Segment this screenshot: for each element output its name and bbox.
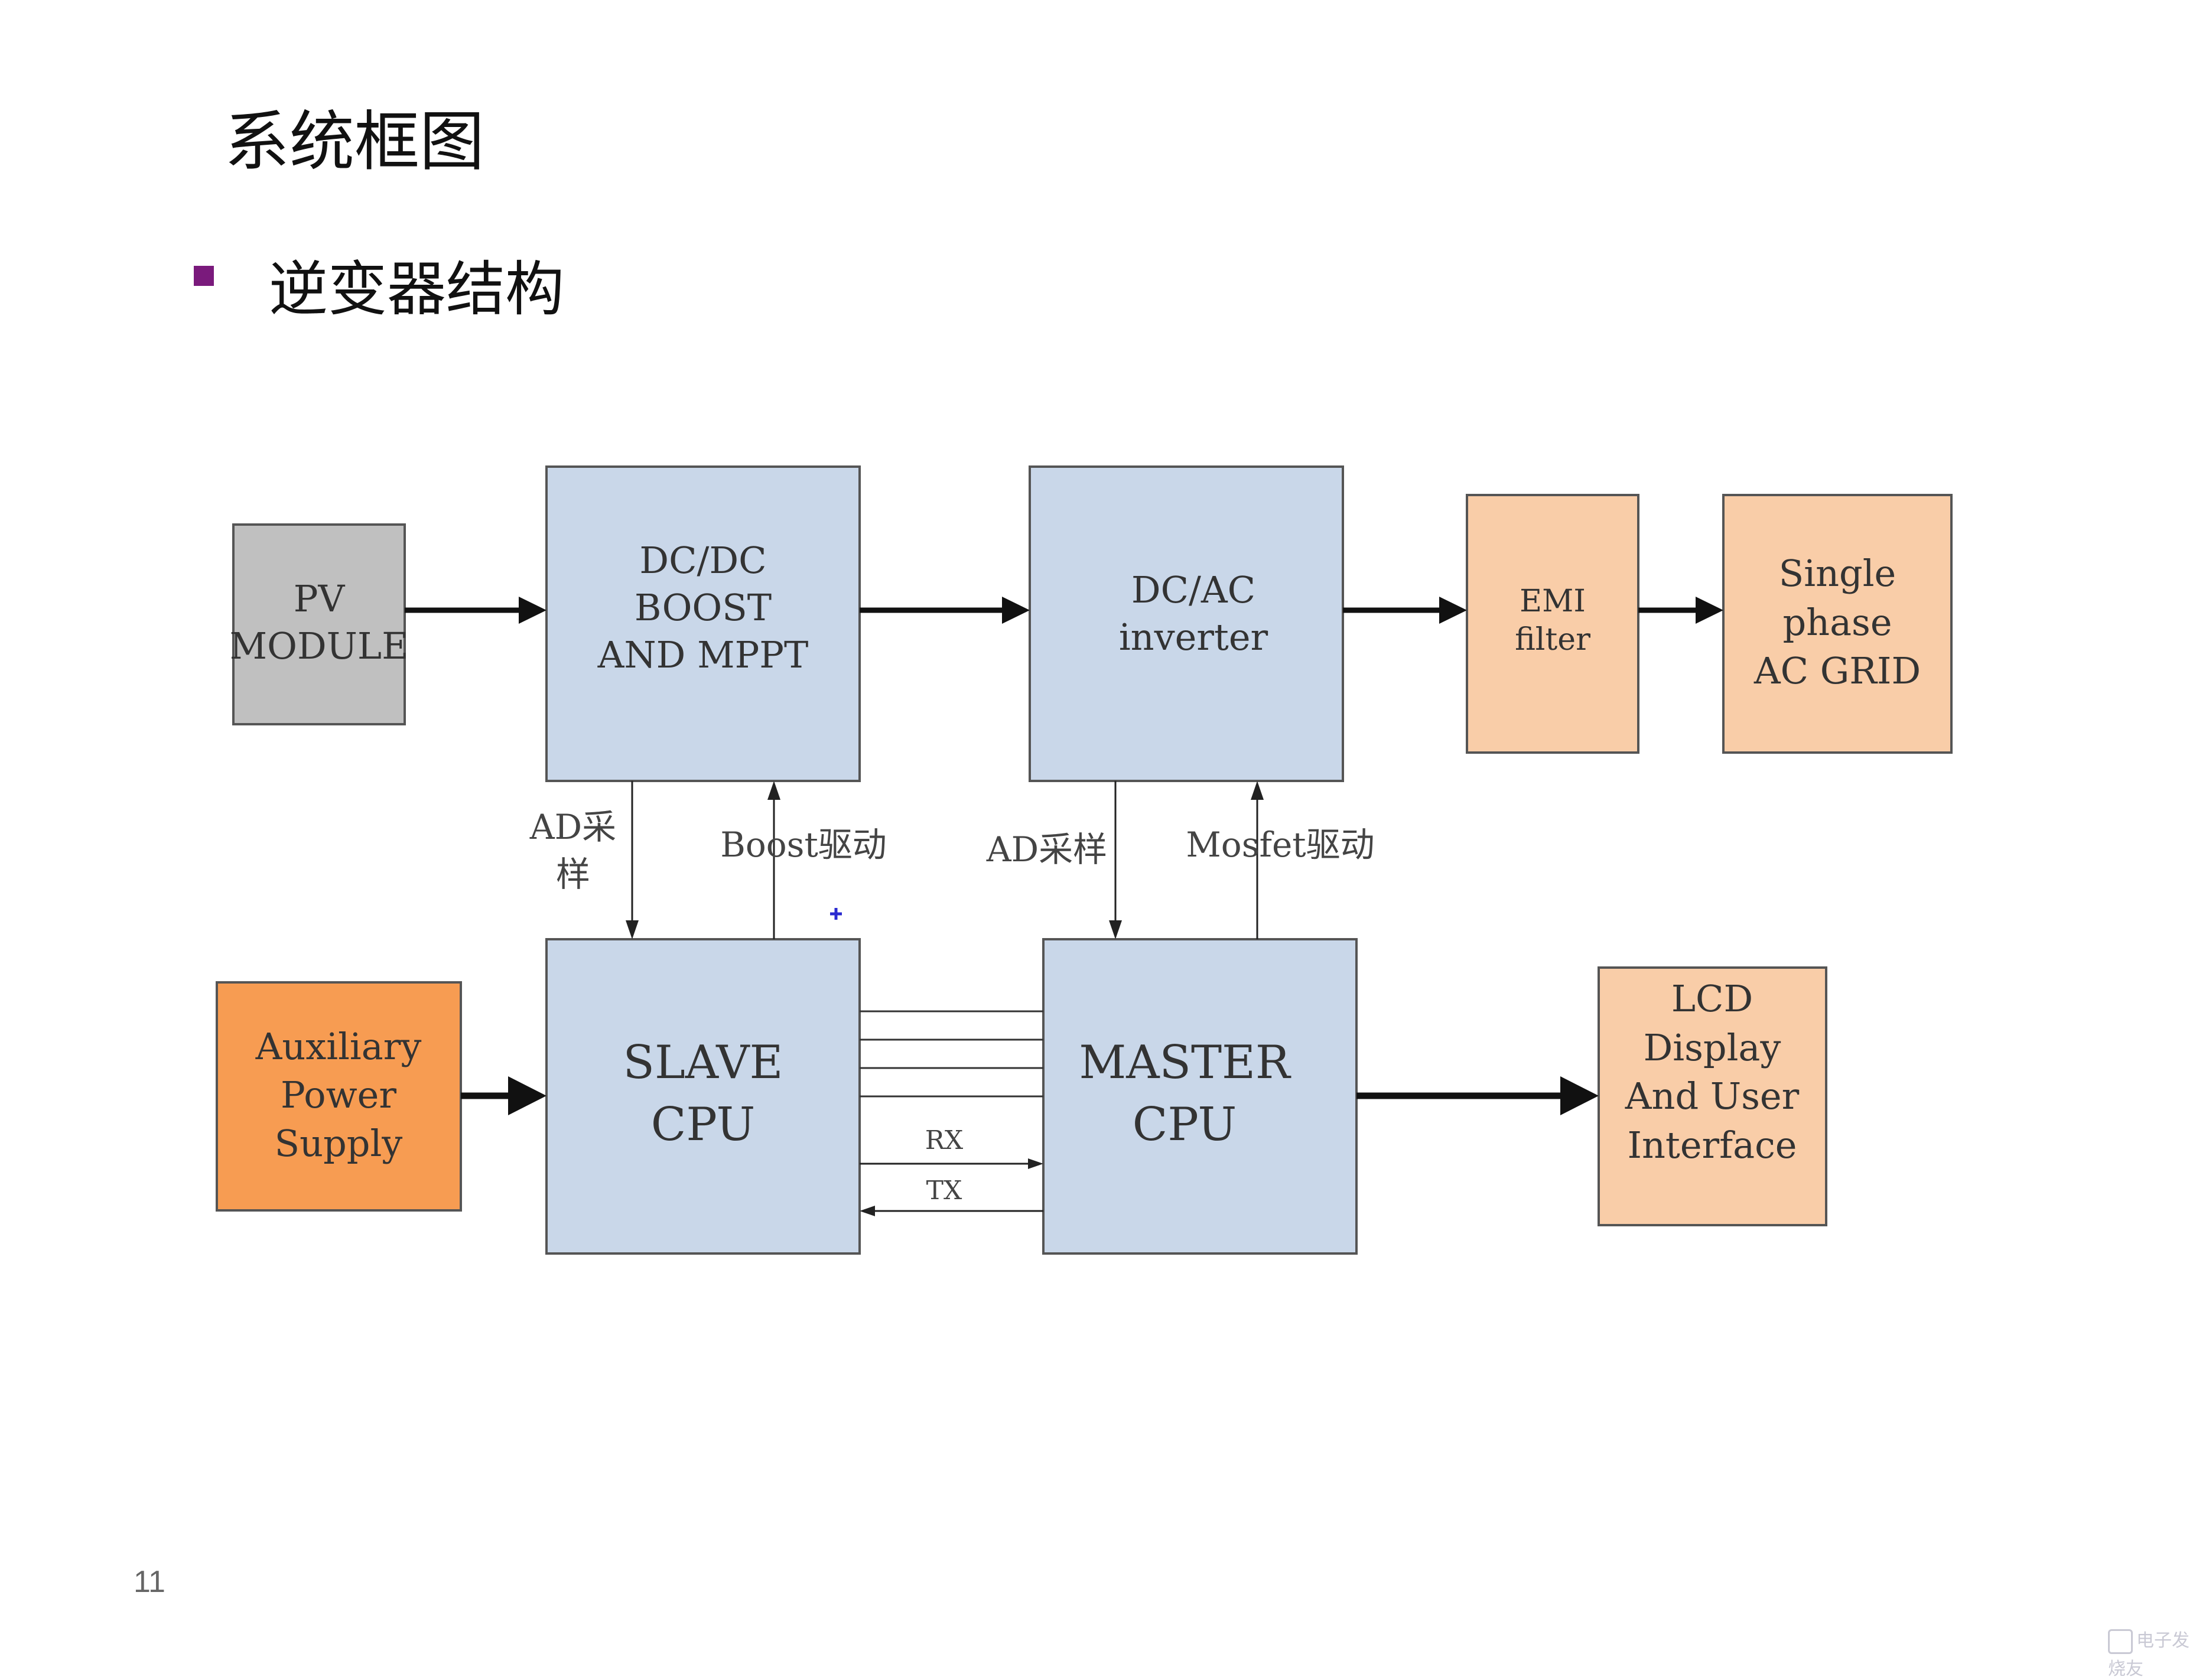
lcd-display-block: LCD Display And User Interface bbox=[1598, 966, 1827, 1226]
pv-label-2: MODULE bbox=[230, 624, 409, 668]
lcd-label-1: LCD bbox=[1671, 977, 1753, 1020]
inverter-label-2: inverter bbox=[1119, 616, 1268, 659]
label-boost-drive: Boost驱动 bbox=[720, 825, 887, 865]
label-rx: RX bbox=[925, 1125, 964, 1155]
slave-cpu-block: SLAVE CPU bbox=[545, 938, 861, 1255]
grid-label-3: AC GRID bbox=[1753, 649, 1921, 692]
label-mosfet-drive: Mosfet驱动 bbox=[1186, 825, 1374, 865]
pv-label-1: PV bbox=[294, 577, 346, 620]
arrow-tx bbox=[860, 1206, 1043, 1216]
page-number: 11 bbox=[134, 1565, 165, 1599]
label-ad-sampling-1a: AD采 bbox=[529, 807, 616, 847]
grid-label-2: phase bbox=[1782, 601, 1892, 644]
pv-module-block: PV MODULE bbox=[230, 523, 409, 725]
lcd-label-2: Display bbox=[1644, 1026, 1781, 1069]
bullet-text: 逆变器结构 bbox=[269, 255, 564, 324]
aux-label-3: Supply bbox=[275, 1122, 403, 1165]
lcd-label-3: And User bbox=[1625, 1075, 1800, 1118]
inverter-label-1: DC/AC bbox=[1131, 568, 1255, 611]
arrow-boost-to-inverter bbox=[860, 597, 1030, 624]
arrow-rx bbox=[860, 1158, 1043, 1169]
emi-label-1: EMI bbox=[1520, 584, 1586, 619]
boost-label-3: AND MPPT bbox=[597, 633, 809, 676]
bus-lines bbox=[860, 1010, 1043, 1098]
arrow-aux-to-slave bbox=[461, 1076, 546, 1115]
cross-marker-icon bbox=[830, 908, 842, 920]
label-ad-sampling-2: AD采样 bbox=[986, 829, 1107, 870]
aux-label-1: Auxiliary bbox=[255, 1025, 422, 1068]
master-label-2: CPU bbox=[1133, 1098, 1237, 1151]
slave-label-2: CPU bbox=[651, 1098, 756, 1151]
arrow-master-to-lcd bbox=[1356, 1076, 1599, 1115]
ac-grid-block: Single phase AC GRID bbox=[1722, 494, 1953, 754]
emi-filter-block: EMI filter bbox=[1466, 494, 1639, 754]
lcd-label-4: Interface bbox=[1628, 1124, 1797, 1167]
slave-label-1: SLAVE bbox=[623, 1036, 783, 1089]
boost-label-1: DC/DC bbox=[639, 539, 766, 582]
watermark: 电子发烧友 bbox=[2108, 1626, 2197, 1679]
arrow-mosfet-drive-master-to-inverter bbox=[1251, 781, 1264, 939]
watermark-logo-icon bbox=[2108, 1629, 2133, 1654]
arrow-ad-inverter-to-master bbox=[1109, 781, 1122, 939]
dcac-inverter-block: DC/AC inverter bbox=[1029, 465, 1344, 782]
arrow-inverter-to-emi bbox=[1343, 597, 1467, 624]
arrow-boost-drive-slave-to-boost bbox=[767, 781, 780, 939]
aux-label-2: Power bbox=[281, 1073, 396, 1116]
boost-label-2: BOOST bbox=[635, 586, 772, 629]
label-tx: TX bbox=[926, 1176, 962, 1206]
grid-label-1: Single bbox=[1779, 552, 1896, 595]
page-title: 系统框图 bbox=[225, 104, 484, 180]
arrow-emi-to-grid bbox=[1638, 597, 1723, 624]
auxiliary-power-block: Auxiliary Power Supply bbox=[216, 981, 462, 1212]
emi-label-2: filter bbox=[1515, 622, 1590, 657]
master-label-1: MASTER bbox=[1079, 1036, 1291, 1089]
master-cpu-block: MASTER CPU bbox=[1042, 938, 1358, 1255]
dcdc-boost-block: DC/DC BOOST AND MPPT bbox=[545, 465, 861, 782]
label-ad-sampling-1b: 样 bbox=[556, 854, 590, 894]
arrow-pv-to-boost bbox=[405, 597, 546, 624]
bullet-marker bbox=[194, 266, 214, 286]
arrow-ad-boost-to-slave bbox=[626, 781, 639, 939]
